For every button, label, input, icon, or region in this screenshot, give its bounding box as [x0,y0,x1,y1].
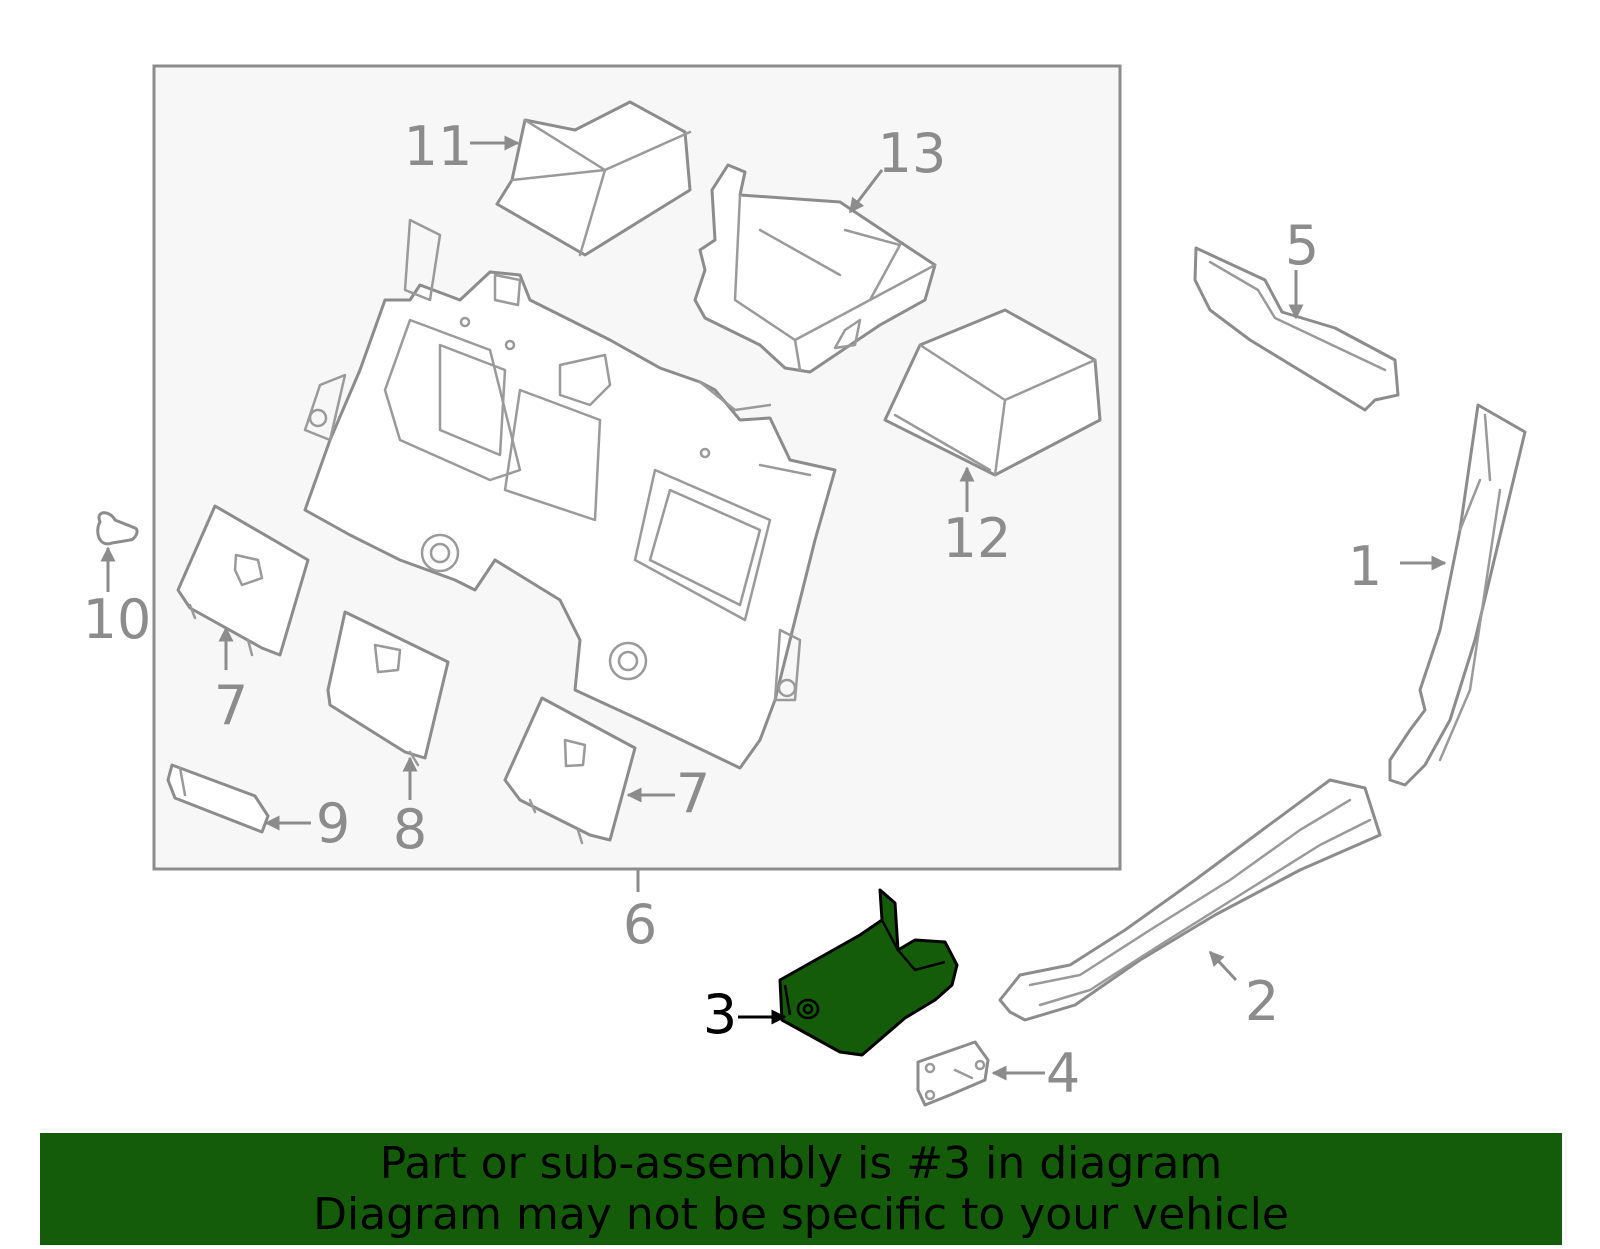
callout-8: 8 [393,798,427,861]
callout-9: 9 [316,792,350,855]
callout-5: 5 [1285,214,1319,277]
part-4-bracket [916,1040,990,1107]
part-13-box [693,163,937,374]
callout-10: 10 [83,588,152,651]
callout-6: 6 [623,893,657,956]
callout-1: 1 [1348,535,1382,598]
callout-2: 2 [1245,970,1279,1033]
part-10-clip [96,511,139,546]
footer-banner: Part or sub-assembly is #3 in diagram Di… [40,1133,1562,1245]
part-3-highlighted [778,888,959,1057]
leader-lines [100,135,1447,1081]
callout-7-left: 7 [214,674,248,737]
callout-4: 4 [1046,1042,1080,1105]
callout-13: 13 [878,122,947,185]
part-1-pillar-trim [1388,403,1527,787]
part-9-strip [166,763,270,834]
callout-12: 12 [943,507,1012,570]
part-7-panel-right [503,696,637,845]
part-11-box [495,100,692,257]
part-7-panel-left [176,504,310,657]
footer-line-1: Part or sub-assembly is #3 in diagram [379,1138,1223,1189]
part-2-sill-plate [998,778,1382,1022]
footer-line-2: Diagram may not be specific to your vehi… [313,1189,1289,1240]
part-12-box [883,308,1102,477]
callout-11: 11 [404,115,473,178]
callout-7-right: 7 [676,762,710,825]
callout-3: 3 [703,983,737,1046]
part-5-trim [1193,246,1400,412]
main-panel [303,218,837,770]
